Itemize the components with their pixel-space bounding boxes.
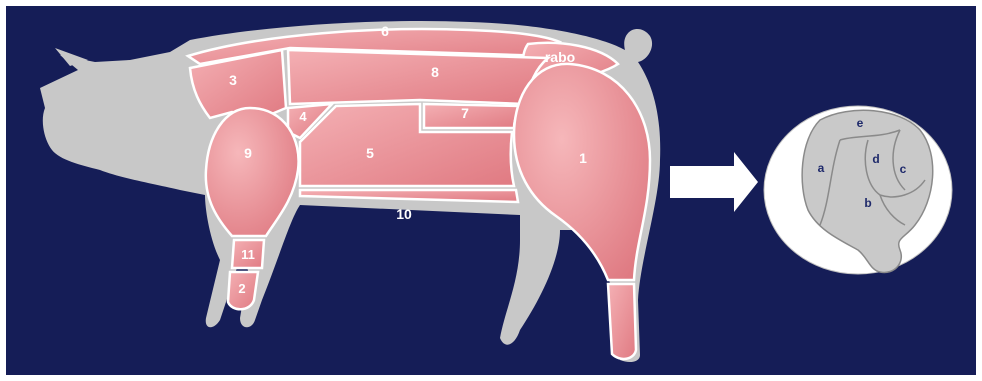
cut-label-1: 1 [579,150,587,166]
cut-label-10: 10 [396,206,412,222]
cut-label-4: 4 [299,109,307,124]
cut-label-6: 6 [381,23,389,39]
ham-part-label-d: d [872,152,879,166]
cut-label-3: 3 [229,72,237,88]
cut-7 [424,104,520,128]
cut-label-2: 2 [238,281,245,296]
cut-8 [288,50,548,104]
cut-label-rabo: rabo [545,49,575,65]
ham-part-label-e: e [857,116,864,130]
cut-label-7: 7 [461,105,469,121]
cut-label-11: 11 [241,247,255,262]
ham-part-label-a: a [818,161,825,175]
cut-1-lower-leg [608,284,636,359]
right-arrow-icon [670,152,758,212]
ham-part-label-c: c [900,162,907,176]
cut-label-9: 9 [244,145,252,161]
cut-label-5: 5 [366,145,374,161]
ham-cross-section: e a d c b [764,106,952,274]
ham-part-label-b: b [864,196,871,210]
cut-label-8: 8 [431,64,439,80]
